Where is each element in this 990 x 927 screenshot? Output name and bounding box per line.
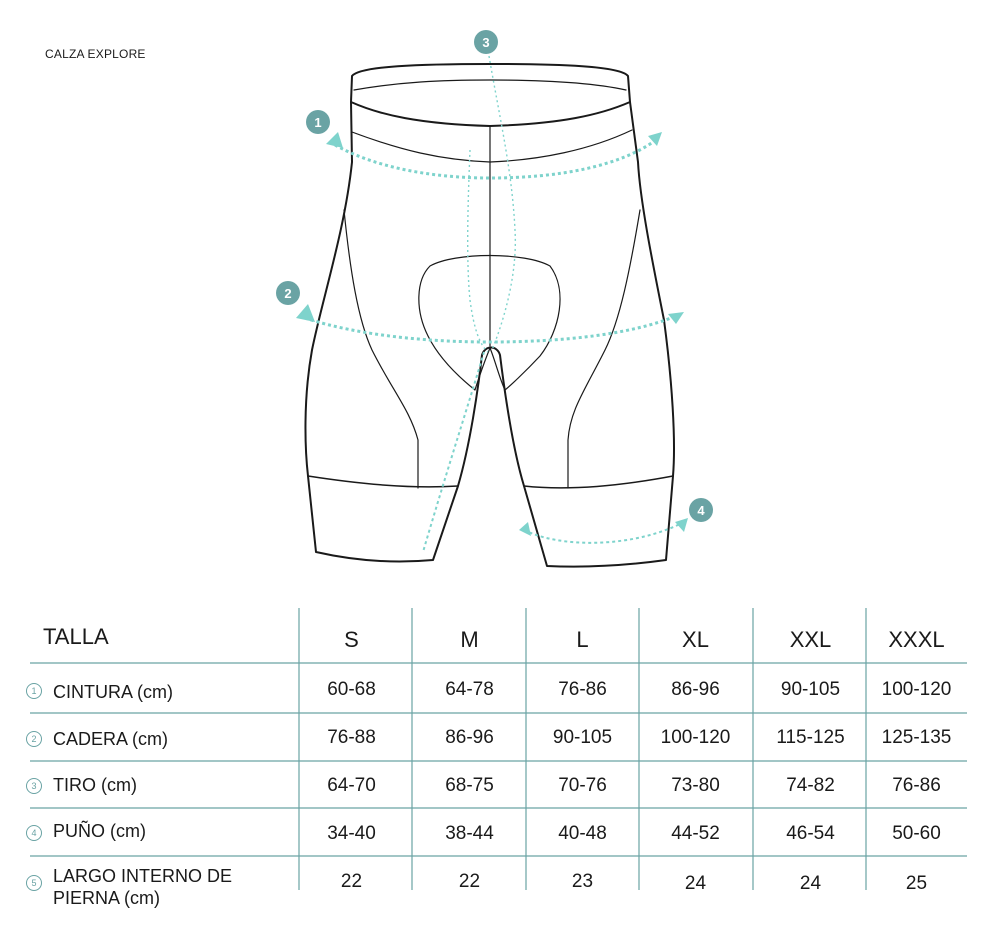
cuff-arrow-right [675, 518, 688, 532]
table-cell: 50-60 [892, 823, 941, 844]
hip-arrow-right [668, 312, 684, 324]
marker-1-label: 1 [314, 115, 321, 130]
inseam-measure-line [422, 351, 485, 553]
marker-2-label: 2 [284, 286, 291, 301]
rise-guide-line-2 [467, 149, 489, 353]
chamois-pad [418, 254, 561, 391]
waist-measure-line [334, 138, 657, 180]
table-cell: 125-135 [881, 727, 952, 748]
waist-arrow-right [648, 132, 662, 146]
table-cell: 24 [684, 873, 707, 894]
size-header-m: M [460, 627, 479, 652]
product-title: CALZA EXPLORE [45, 47, 146, 61]
table-cell: 76-86 [558, 679, 607, 700]
table-cell: 38-44 [445, 823, 494, 844]
talla-header: TALLA [43, 624, 109, 649]
table-cell: 86-96 [445, 727, 494, 748]
table-cell: 24 [799, 873, 822, 894]
size-header-xl: XL [682, 627, 709, 652]
size-header-xxl: XXL [789, 627, 832, 652]
marker-1: 1 [306, 110, 330, 134]
size-header-s: S [344, 627, 359, 652]
table-cell: 46-54 [786, 823, 835, 844]
table-cell: 100-120 [660, 727, 731, 748]
table-cell: 100-120 [881, 679, 952, 700]
row-number-2: 2 [26, 731, 42, 747]
left-cuff-seam [307, 475, 459, 488]
row-label-cadera: CADERA (cm) [53, 729, 169, 749]
right-panel-seam [567, 209, 641, 489]
table-cell: 64-78 [445, 679, 494, 700]
left-panel-seam [343, 209, 419, 489]
table-cell: 68-75 [445, 775, 494, 796]
marker-4-label: 4 [697, 503, 705, 518]
row-number-1: 1 [26, 683, 42, 699]
waistband-inner [353, 79, 627, 91]
shorts-illustration: 1 2 3 4 [276, 30, 713, 568]
table-cell: 25 [905, 873, 928, 894]
table-cell: 60-68 [327, 679, 376, 700]
row-label-cintura: CINTURA (cm) [53, 682, 173, 702]
table-cell: 64-70 [327, 775, 376, 796]
waist-seam [351, 129, 633, 163]
waistband-outline [350, 63, 631, 127]
cuff-measure-line [523, 523, 681, 544]
row-number-4: 4 [26, 825, 42, 841]
waist-arrow-left [326, 132, 343, 148]
hip-measure-line [304, 314, 677, 344]
row-label-puno: PUÑO (cm) [53, 821, 146, 841]
table-cell: 22 [340, 871, 363, 892]
right-cuff-seam [523, 475, 674, 489]
table-cell: 70-76 [558, 775, 607, 796]
table-cell: 73-80 [671, 775, 720, 796]
marker-3-label: 3 [482, 35, 489, 50]
table-cell: 90-105 [552, 727, 613, 748]
size-header-l: L [576, 627, 589, 652]
table-cell: 115-125 [776, 727, 845, 748]
table-cell: 76-86 [892, 775, 941, 796]
rise-guide-line [488, 55, 517, 351]
cuff-arrow-left [519, 522, 531, 536]
body-outline [304, 101, 675, 568]
table-cell: 22 [458, 871, 481, 892]
row-number-3: 3 [26, 778, 42, 794]
table-cell: 90-105 [780, 679, 841, 700]
table-cell: 86-96 [671, 679, 720, 700]
row-label-line-1: LARGO INTERNO DE [53, 866, 233, 886]
size-header-xxxl: XXXL [888, 627, 945, 652]
table-cell: 44-52 [671, 823, 720, 844]
table-cell: 34-40 [327, 823, 376, 844]
table-cell: 23 [571, 871, 594, 892]
table-cell: 40-48 [558, 823, 607, 844]
row-label-largo-interno: LARGO INTERNO DE PIERNA (cm) [53, 865, 232, 909]
marker-2: 2 [276, 281, 300, 305]
marker-3: 3 [474, 30, 498, 54]
table-cell: 74-82 [786, 775, 835, 796]
row-label-line-2: PIERNA (cm) [53, 888, 161, 908]
table-cell: 76-88 [327, 727, 376, 748]
marker-4: 4 [689, 498, 713, 522]
row-label-tiro: TIRO (cm) [53, 775, 137, 795]
hip-arrow-left [296, 304, 315, 322]
row-number-5: 5 [26, 875, 42, 891]
